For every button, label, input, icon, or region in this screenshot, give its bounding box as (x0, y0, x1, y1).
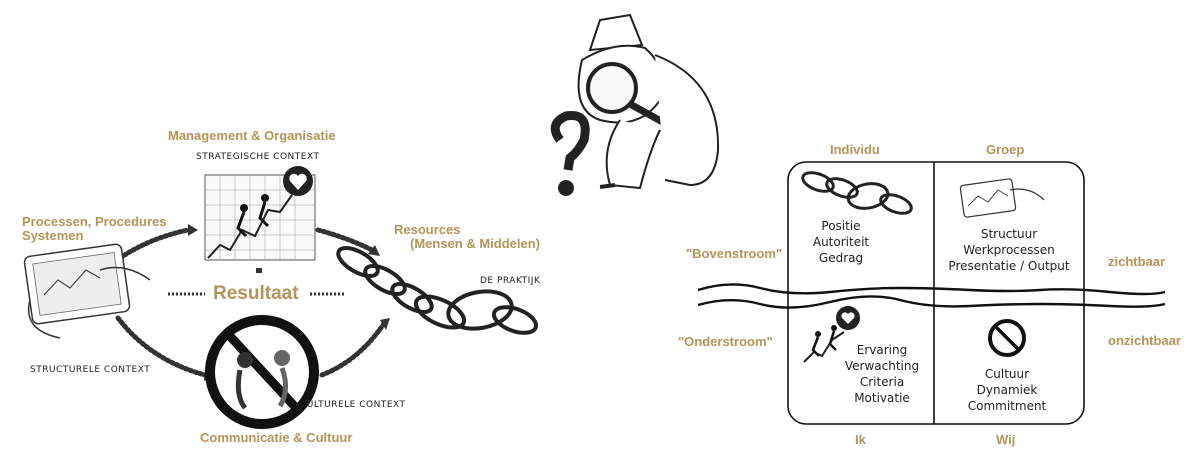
row-onderstroom: "Onderstroom" (678, 334, 773, 349)
no-sign-drawing (205, 315, 319, 429)
label-resultaat: Resultaat (213, 283, 299, 304)
strategic-chart-drawing (204, 166, 316, 261)
bottom-wij: Wij (996, 432, 1016, 447)
label-processes-2: Systemen (22, 228, 84, 243)
label-resources: Resources (394, 222, 461, 237)
cell-text: Commitment (967, 399, 1047, 413)
column-groep: Groep (986, 142, 1025, 157)
cell-text: Gedrag (818, 251, 864, 265)
cell-text: Motivatie (854, 391, 910, 405)
climbers-drawing (803, 306, 860, 363)
cycle-ring (115, 227, 388, 378)
cell-text: Verwachting (844, 359, 920, 373)
label-practice: DE PRAKTIJK (480, 276, 541, 286)
cell-text: Dynamiek (976, 383, 1038, 397)
bottom-ik: Ik (855, 432, 866, 447)
column-individu: Individu (830, 142, 880, 157)
cell-top-left: Positie Autoriteit Gedrag (796, 218, 886, 266)
cell-text: Werkprocessen (963, 243, 1055, 257)
no-sign-drawing-small (988, 319, 1026, 357)
cell-text: Autoriteit (812, 235, 870, 249)
cell-text: Positie (821, 219, 861, 233)
chain-drawing-left (336, 246, 539, 335)
cell-text: Ervaring (856, 343, 908, 357)
label-management: Management & Organisatie (168, 128, 336, 143)
cell-text: Presentatie / Output (948, 259, 1070, 273)
label-cultural-context: CULTURELE CONTEXT (300, 400, 406, 410)
river-lines (697, 283, 1166, 309)
label-resources-sub: (Mensen & Middelen) (410, 236, 541, 251)
detective-drawing (550, 13, 720, 196)
label-structural-context: STRUCTURELE CONTEXT (30, 365, 151, 375)
side-onzichtbaar: onzichtbaar (1108, 333, 1181, 348)
label-communication: Communicatie & Cultuur (200, 430, 353, 445)
cell-text: Structuur (980, 227, 1038, 241)
label-strategic-context: STRATEGISCHE CONTEXT (196, 152, 320, 162)
cell-text: Criteria (859, 375, 905, 389)
label-processes-1: Processen, Procedures (22, 214, 167, 229)
side-zichtbaar: zichtbaar (1108, 254, 1166, 269)
tablet-drawing (23, 243, 151, 339)
chain-drawing-right (801, 171, 913, 215)
row-bovenstroom: "Bovenstroom" (686, 246, 783, 261)
cell-text: Cultuur (984, 367, 1030, 381)
cell-bottom-right: Cultuur Dynamiek Commitment (962, 366, 1052, 414)
cell-bottom-left: Ervaring Verwachting Criteria Motivatie (836, 342, 928, 406)
tablet-drawing-right (959, 178, 1045, 218)
cell-top-right: Structuur Werkprocessen Presentatie / Ou… (934, 226, 1084, 274)
connector-top (256, 268, 262, 273)
